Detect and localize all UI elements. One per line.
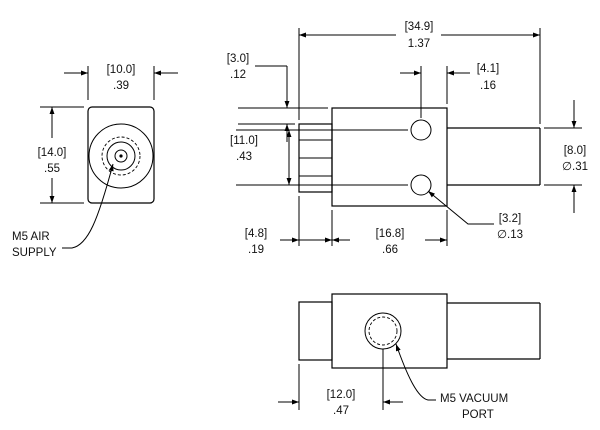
top-offset-in: .12: [230, 69, 246, 81]
hole-spacing-mm: [11.0]: [230, 135, 258, 147]
hole-offset-in: .16: [480, 80, 496, 92]
dim-front-width: [10.0] .39: [64, 64, 178, 100]
callout-air-supply: M5 AIR SUPPLY: [12, 163, 114, 259]
front-width-mm: [10.0]: [107, 64, 136, 76]
vacuum-port-line-2: PORT: [462, 409, 494, 421]
air-supply-line-2: SUPPLY: [12, 247, 57, 259]
fitting-length-in: .19: [248, 244, 264, 256]
dim-front-height: [14.0] .55: [38, 106, 84, 204]
side-view: [298, 107, 541, 207]
front-height-mm: [14.0]: [38, 147, 67, 159]
dim-overall-length: [34.9] 1.37: [298, 21, 541, 124]
top-view-fitting: [298, 301, 333, 361]
dim-tube-diameter: [8.0] ∅.31: [544, 100, 588, 213]
port-offset-mm: [12.0]: [327, 389, 356, 401]
front-view: [87, 106, 155, 204]
dim-bottom-chain: [4.8] .19 [16.8] .66: [245, 196, 448, 256]
dim-top-offset: [3.0] .12: [227, 53, 328, 142]
top-view-body: [331, 293, 448, 369]
dim-hole-offset: [4.1] .16: [400, 63, 499, 118]
front-view-thread-circle: [101, 136, 141, 176]
front-view-bore-outer: [88, 123, 154, 189]
front-view-center-point: [119, 154, 123, 158]
top-view-port-outer: [364, 312, 402, 350]
front-view-body: [87, 106, 155, 204]
front-view-port-circle: [106, 141, 136, 171]
dim-hole-diameter: [3.2] ∅.13: [427, 190, 523, 241]
side-view-hole-top: [410, 119, 432, 141]
port-offset-in: .47: [333, 405, 349, 417]
hole-offset-mm: [4.1]: [477, 63, 499, 75]
top-view: [298, 293, 541, 369]
fitting-length-mm: [4.8]: [245, 228, 267, 240]
dim-hole-spacing: [11.0] .43: [230, 129, 408, 186]
side-view-hole-bottom: [410, 174, 432, 196]
top-offset-mm: [3.0]: [227, 53, 249, 65]
side-view-body: [331, 107, 448, 207]
front-width-in: .39: [113, 80, 129, 92]
body-length-in: .66: [382, 244, 398, 256]
hole-diameter-mm: [3.2]: [499, 213, 521, 225]
dim-port-offset: [12.0] .47: [278, 349, 403, 417]
tube-diameter-in: ∅.31: [562, 161, 588, 173]
top-view-port-thread: [368, 316, 398, 346]
body-length-mm: [16.8]: [376, 228, 405, 240]
callout-vacuum-port: M5 VACUUM PORT: [395, 343, 508, 421]
hole-spacing-in: .43: [236, 151, 252, 163]
hole-diameter-in: ∅.13: [497, 229, 523, 241]
tube-diameter-mm: [8.0]: [564, 145, 586, 157]
overall-length-mm: [34.9]: [405, 21, 434, 33]
front-height-in: .55: [44, 163, 60, 175]
front-view-port-inner: [114, 149, 128, 163]
air-supply-line-1: M5 AIR: [12, 231, 50, 243]
overall-length-in: 1.37: [408, 38, 430, 50]
vacuum-port-line-1: M5 VACUUM: [440, 393, 508, 405]
